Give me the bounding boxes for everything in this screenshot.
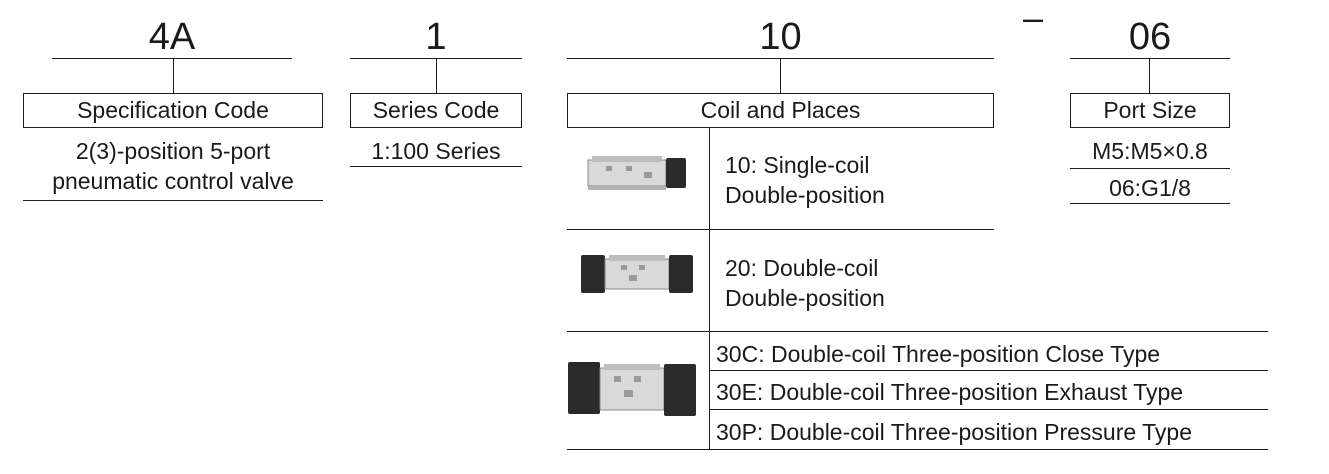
coil-row-separator-1 <box>567 229 994 230</box>
series-code-box: Series Code <box>350 93 522 128</box>
series-connector <box>436 59 437 94</box>
coil-row-separator-2 <box>567 331 1268 332</box>
port-option-m5: M5:M5×0.8 <box>1092 138 1208 164</box>
valve-double-coil-image <box>581 255 693 293</box>
coil-option-10-line2: Double-position <box>725 182 885 208</box>
coil-places-box: Coil and Places <box>567 93 994 128</box>
port-underline <box>1070 58 1230 59</box>
spec-code-box: Specification Code <box>23 93 323 128</box>
coil-table-bottom <box>567 449 1268 450</box>
valve-three-position-image <box>568 362 696 416</box>
series-code: 1 <box>425 16 447 58</box>
spec-underline <box>52 58 292 59</box>
coil-option-20-line2: Double-position <box>725 285 885 311</box>
valve-single-coil-image <box>587 156 686 190</box>
port-size-box: Port Size <box>1070 93 1230 128</box>
coil-connector <box>780 59 781 94</box>
coil-option-30p: 30P: Double-coil Three-position Pressure… <box>716 419 1193 445</box>
port-options-underline <box>1070 203 1230 204</box>
coil-table-divider <box>709 128 710 449</box>
coil-option-20-line1: 20: Double-coil <box>725 255 879 281</box>
coil-underline <box>567 58 994 59</box>
spec-connector <box>173 59 174 94</box>
series-underline <box>350 58 522 59</box>
port-option-06: 06:G1/8 <box>1109 175 1191 201</box>
coil-option-30e: 30E: Double-coil Three-position Exhaust … <box>716 379 1184 405</box>
coil-30-separator-2 <box>709 409 1268 410</box>
spec-code: 4A <box>148 16 196 58</box>
port-code: 06 <box>1128 16 1172 58</box>
spec-desc-underline <box>23 200 323 201</box>
spec-desc-line1: 2(3)-position 5-port <box>75 138 271 164</box>
series-desc: 1:100 Series <box>371 138 501 164</box>
code-dash: – <box>1022 0 1044 38</box>
spec-desc-line2: pneumatic control valve <box>52 168 294 194</box>
port-option-separator <box>1070 168 1230 169</box>
coil-30-separator-1 <box>709 370 1268 371</box>
coil-option-30c: 30C: Double-coil Three-position Close Ty… <box>716 341 1161 367</box>
port-connector <box>1149 59 1150 94</box>
series-desc-underline <box>350 166 522 167</box>
coil-code: 10 <box>759 16 802 58</box>
coil-option-10-line1: 10: Single-coil <box>725 152 870 178</box>
